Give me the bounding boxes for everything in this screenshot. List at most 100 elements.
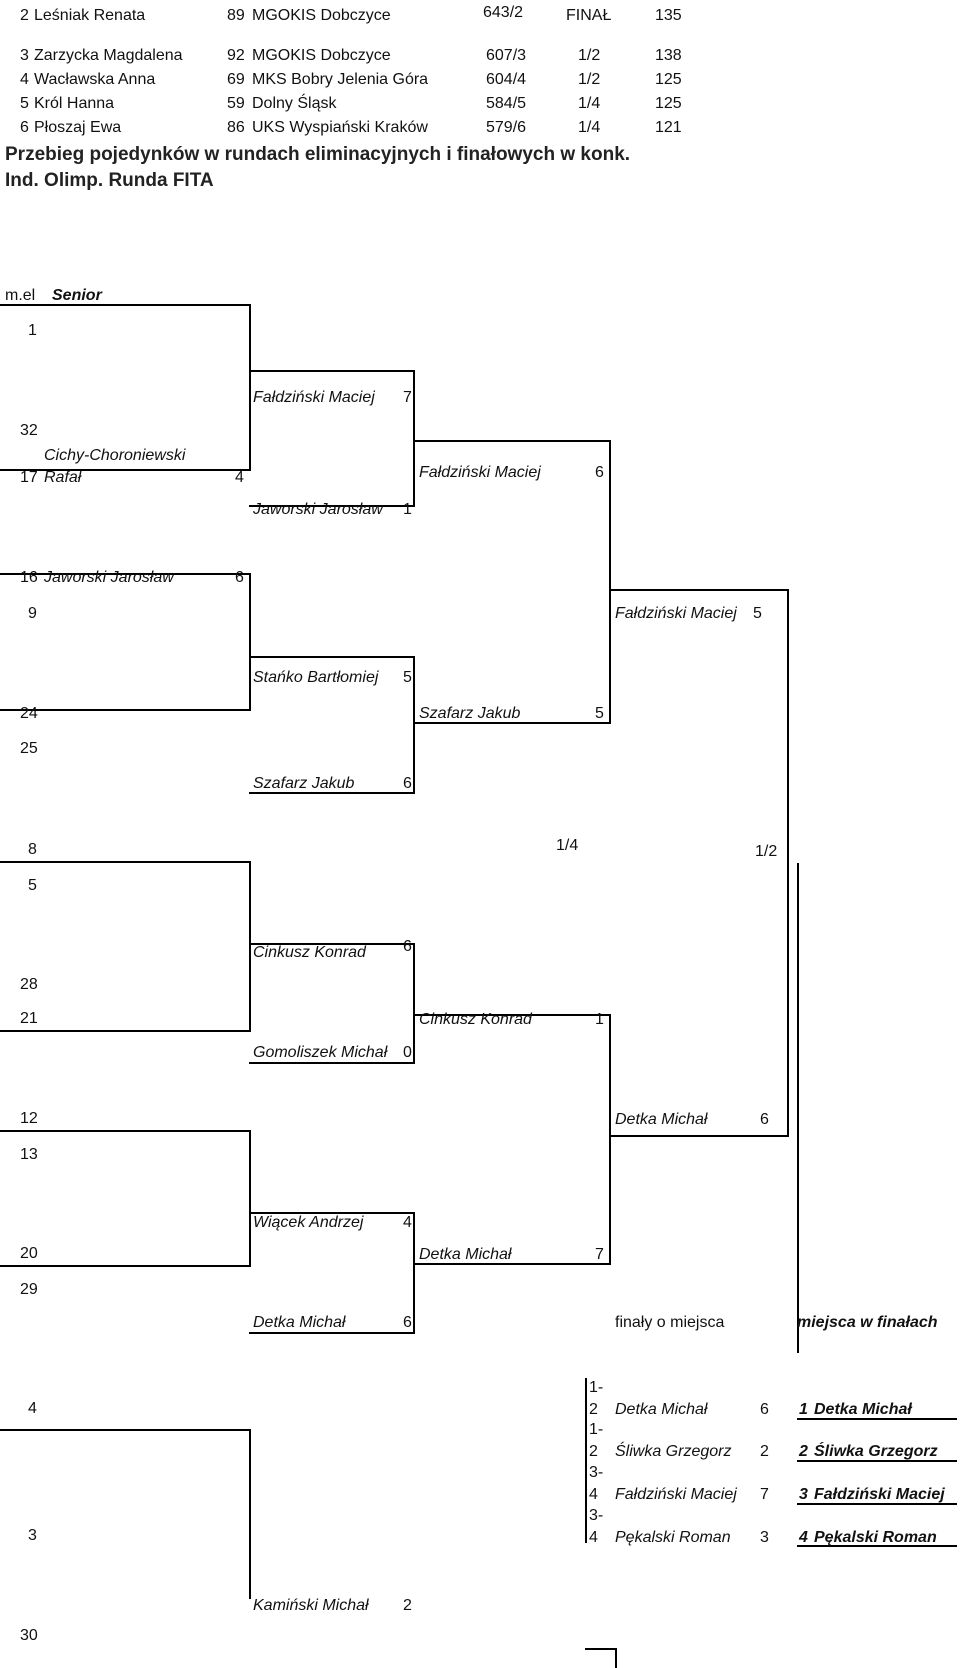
competitor-name: Cinkusz Konrad [419, 1011, 532, 1028]
rank-club: MGOKIS Dobczyce [252, 47, 391, 64]
rank-num: 86 [227, 119, 245, 136]
competitor-score: 2 [403, 1597, 412, 1614]
rank-name: Wacławska Anna [34, 71, 156, 88]
rank-name: Płoszaj Ewa [34, 119, 122, 136]
competitor-name: Cichy-Choroniewski [44, 447, 186, 464]
competitor-score: 6 [403, 775, 412, 792]
rank-name: Król Hanna [34, 95, 115, 112]
rank-pos: 5 [20, 95, 29, 112]
final-mark: 1- [589, 1421, 604, 1438]
rank-stage: 1/2 [578, 71, 601, 88]
seed-number: 24 [20, 705, 38, 722]
seed-number: 4 [28, 1400, 37, 1417]
round-label-quarter: 1/4 [556, 837, 579, 854]
rank-pts: 135 [655, 7, 682, 24]
final-mark: 1- [589, 1379, 604, 1396]
place-pos: 2 [799, 1443, 808, 1460]
final-name: Detka Michał [615, 1401, 708, 1418]
seed-number: 30 [20, 1627, 38, 1644]
finals-label: finały o miejsca [615, 1314, 725, 1331]
seed-number: 25 [20, 740, 38, 757]
competitor-score: 7 [595, 1246, 604, 1263]
final-mark: 2 [589, 1443, 598, 1460]
rank-club: UKS Wyspiański Kraków [252, 119, 428, 136]
competitor-score: 5 [403, 669, 412, 686]
final-score: 6 [760, 1401, 769, 1418]
competitor-name: Kamiński Michał [253, 1597, 369, 1614]
place-pos: 3 [799, 1486, 808, 1503]
competitor-score: 6 [595, 464, 604, 481]
competitor-name: Gomoliszek Michał [253, 1044, 388, 1061]
rank-stage: 1/2 [578, 47, 601, 64]
competitor-score: 5 [595, 705, 604, 722]
place-name: Śliwka Grzegorz [814, 1443, 938, 1460]
rank-pts: 121 [655, 119, 682, 136]
competitor-score: 4 [235, 469, 244, 486]
final-score: 7 [760, 1486, 769, 1503]
seed-number: 1 [28, 322, 37, 339]
section-heading-line2: Ind. Olimp. Runda FITA [5, 170, 214, 191]
rank-pts: 125 [655, 71, 682, 88]
rank-score: 604/4 [486, 71, 527, 88]
place-pos: 1 [799, 1401, 808, 1418]
round-label-semi: 1/2 [755, 843, 778, 860]
place-name: Detka Michał [814, 1401, 912, 1418]
seed-number: 20 [20, 1245, 38, 1262]
competitor-name: Jaworski Jarosław [253, 501, 383, 518]
rank-club: MGOKIS Dobczyce [252, 7, 391, 24]
seed-number: 32 [20, 422, 38, 439]
rank-pos: 4 [20, 71, 29, 88]
seed-number: 17 [20, 469, 38, 486]
rank-score: 584/5 [486, 95, 527, 112]
final-score: 3 [760, 1529, 769, 1546]
rank-num: 89 [227, 7, 245, 24]
competitor-score: 6 [403, 938, 412, 955]
rank-pos: 2 [20, 7, 29, 24]
competitor-name: Fałdziński Maciej [419, 464, 541, 481]
rank-pos: 6 [20, 119, 29, 136]
category-label: m.el [5, 287, 36, 304]
rank-club: Dolny Śląsk [252, 95, 337, 112]
final-mark: 3- [589, 1464, 604, 1481]
competitor-name: Wiącek Andrzej [253, 1214, 364, 1231]
competitor-name: Szafarz Jakub [419, 705, 521, 722]
competitor-name: Stańko Bartłomiej [253, 669, 379, 686]
rank-pts: 138 [655, 47, 682, 64]
final-mark: 4 [589, 1486, 598, 1503]
final-name: Śliwka Grzegorz [615, 1443, 732, 1460]
rank-name: Leśniak Renata [34, 7, 146, 24]
competitor-score: 4 [403, 1214, 412, 1231]
competitor-score: 6 [235, 569, 244, 586]
rank-stage: 1/4 [578, 95, 601, 112]
competitor-score: 0 [403, 1044, 412, 1061]
rank-num: 92 [227, 47, 245, 64]
seed-number: 21 [20, 1010, 38, 1027]
final-mark: 3- [589, 1507, 604, 1524]
place-name: Fałdziński Maciej [814, 1486, 945, 1503]
competitor-name: Fałdziński Maciej [253, 389, 375, 406]
competitor-score: 6 [403, 1314, 412, 1331]
rank-pts: 125 [655, 95, 682, 112]
seed-number: 5 [28, 877, 37, 894]
final-mark: 4 [589, 1529, 598, 1546]
seed-number: 8 [28, 841, 37, 858]
final-mark: 2 [589, 1401, 598, 1418]
competitor-score: 5 [753, 605, 762, 622]
competitor-score: 1 [403, 501, 412, 518]
rank-stage: 1/4 [578, 119, 601, 136]
rank-score: 579/6 [486, 119, 527, 136]
seed-number: 29 [20, 1281, 38, 1298]
rank-num: 69 [227, 71, 245, 88]
seed-number: 28 [20, 976, 38, 993]
places-label: miejsca w finałach [797, 1314, 938, 1331]
seed-number: 13 [20, 1146, 38, 1163]
seed-number: 16 [20, 569, 38, 586]
competitor-name: Detka Michał [615, 1111, 708, 1128]
competitor-name: Jaworski Jarosław [44, 569, 174, 586]
section-heading-line1: Przebieg pojedynków w rundach eliminacyj… [5, 144, 631, 165]
category-name: Senior [52, 287, 102, 304]
rank-club: MKS Bobry Jelenia Góra [252, 71, 429, 88]
place-pos: 4 [799, 1529, 808, 1546]
rank-pos: 3 [20, 47, 29, 64]
competitor-name: Fałdziński Maciej [615, 605, 737, 622]
